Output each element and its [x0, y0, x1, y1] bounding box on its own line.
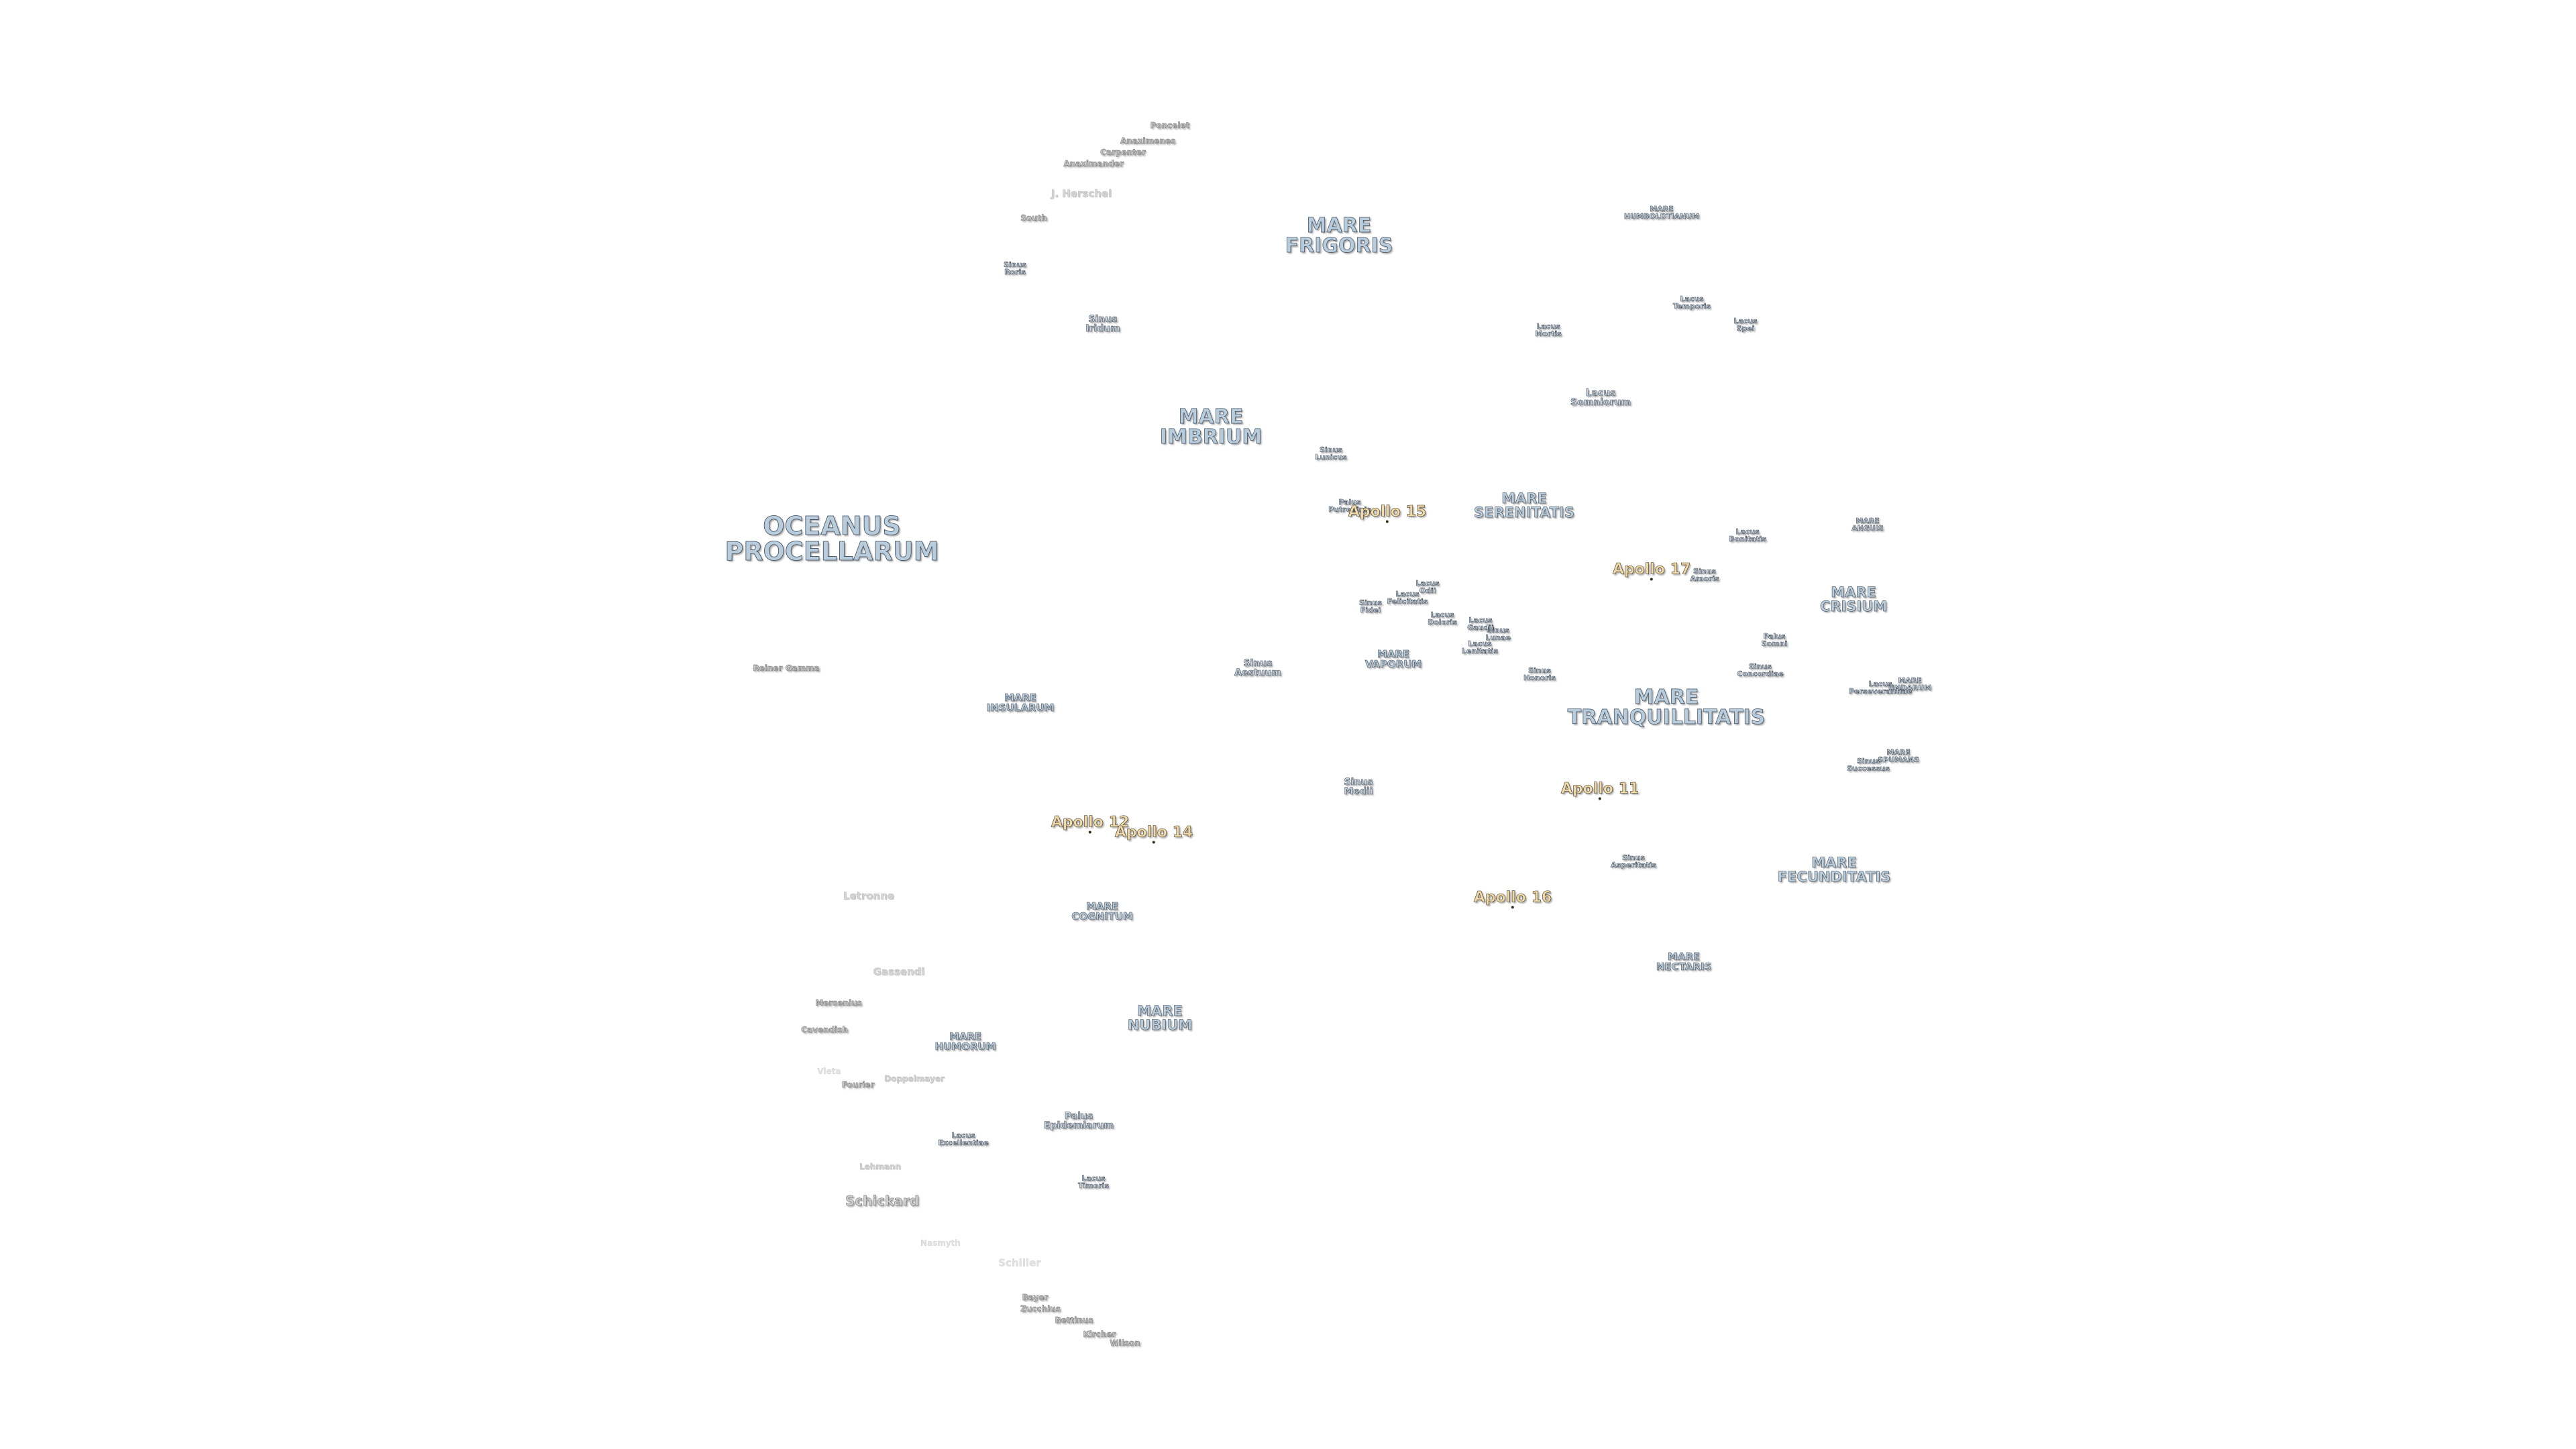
- map-label-lacus-perseverantiae: Lacus Perseverantiae: [1848, 680, 1913, 696]
- map-label-oceanus-procellarum: OCEANUS PROCELLARUM: [724, 511, 939, 566]
- map-label-anaximenes: Anaximenes: [1120, 136, 1176, 146]
- landing-site-label: Apollo 16: [1473, 889, 1552, 906]
- landing-site-apollo-16: Apollo 16: [1473, 889, 1552, 909]
- landing-site-marker-icon: [1511, 906, 1514, 909]
- map-label-mersenius: Mersenius: [815, 998, 862, 1008]
- map-label-cavendish: Cavendish: [801, 1025, 848, 1034]
- map-label-carpenter: Carpenter: [1100, 148, 1146, 157]
- map-label-mare-undarum: MARE UNDARUM: [1888, 676, 1932, 692]
- landing-site-apollo-17: Apollo 17: [1612, 561, 1691, 581]
- map-label-mare-imbrium: MARE IMBRIUM: [1159, 405, 1263, 449]
- map-label-lacus-somniorum: Lacus Somniorum: [1570, 388, 1631, 408]
- map-label-lacus-excellentiae: Lacus Excellentiae: [938, 1131, 989, 1147]
- map-label-mare-tranquillitatis: MARE TRANQUILLITATIS: [1567, 686, 1766, 729]
- map-label-mare-fecunditatis: MARE FECUNDITATIS: [1777, 855, 1891, 885]
- landing-site-label: Apollo 12: [1051, 814, 1130, 831]
- map-label-lacus-mortis: Lacus Mortis: [1535, 322, 1562, 338]
- map-label-nasmyth: Nasmyth: [920, 1238, 961, 1248]
- map-label-mare-nubium: MARE NUBIUM: [1127, 1003, 1193, 1033]
- landing-site-apollo-12: Apollo 12: [1051, 814, 1130, 834]
- map-label-poncelet: Poncelet: [1150, 121, 1190, 130]
- map-label-zucchius: Zucchius: [1020, 1304, 1061, 1313]
- map-label-sinus-lunae: Sinus Lunae: [1485, 626, 1511, 642]
- landing-site-marker-icon: [1598, 797, 1601, 800]
- map-label-bettinus: Bettinus: [1055, 1316, 1093, 1325]
- map-label-sinus-honoris: Sinus Honoris: [1523, 666, 1556, 682]
- landing-site-marker-icon: [1650, 578, 1653, 581]
- map-label-mare-spumans: MARE SPUMANS: [1878, 748, 1919, 764]
- map-label-sinus-concordiae: Sinus Concordiae: [1737, 662, 1784, 678]
- landing-site-apollo-11: Apollo 11: [1561, 782, 1639, 800]
- map-label-bayer: Bayer: [1022, 1293, 1049, 1302]
- map-label-sinus-fidei: Sinus Fidei: [1359, 598, 1382, 614]
- map-label-lacus-felicitatis: Lacus Felicitatis: [1387, 590, 1428, 606]
- map-label-lacus-odii: Lacus Odii: [1415, 579, 1440, 595]
- map-label-sinus-asperitatis: Sinus Asperitatis: [1611, 853, 1656, 869]
- map-label-mare-insularum: MARE INSULARUM: [986, 692, 1055, 714]
- map-label-vieta: Vieta: [817, 1067, 841, 1076]
- map-label-mare-anguis: MARE ANGUIS: [1851, 517, 1884, 533]
- landing-site-apollo-15: Apollo 15: [1348, 503, 1427, 523]
- map-label-lacus-gaudii: Lacus Gaudii: [1467, 616, 1494, 632]
- map-label-sinus-successus: Sinus Successus: [1847, 757, 1890, 773]
- map-label-mare-serenitatis: MARE SERENITATIS: [1474, 490, 1574, 521]
- map-label-palus-putredinis: Palus Putredinis: [1328, 498, 1371, 514]
- landing-site-marker-icon: [1088, 830, 1091, 834]
- landing-site-label: Apollo 15: [1348, 503, 1427, 521]
- landing-site-marker-icon: [1152, 841, 1155, 844]
- map-label-sinus-roris: Sinus Roris: [1004, 260, 1026, 276]
- map-label-south: South: [1020, 213, 1047, 223]
- map-label-lacus-lenitatis: Lacus Lenitatis: [1461, 639, 1499, 655]
- map-label-mare-nectaris: MARE NECTARIS: [1656, 951, 1712, 973]
- map-label-palus-somni: Palus Somni: [1761, 632, 1788, 648]
- map-label-letronne: Letronne: [843, 890, 895, 902]
- map-label-sinus-amoris: Sinus Amoris: [1690, 567, 1719, 583]
- map-label-j-herschel: J. Herschel: [1051, 187, 1112, 200]
- map-label-mare-humorum: MARE HUMORUM: [934, 1030, 996, 1053]
- map-label-sinus-medii: Sinus Medii: [1344, 777, 1373, 797]
- map-label-doppelmayer: Doppelmayer: [884, 1074, 945, 1083]
- map-label-mare-cognitum: MARE COGNITUM: [1071, 900, 1133, 922]
- map-label-reiner-gamma: Reiner Gamma: [753, 663, 820, 673]
- landing-site-label: Apollo 11: [1560, 780, 1640, 798]
- map-label-mare-frigoris: MARE FRIGORIS: [1285, 214, 1393, 258]
- map-label-sinus-iridum: Sinus Iridum: [1085, 314, 1120, 334]
- map-label-lacus-doloris: Lacus Doloris: [1428, 610, 1457, 627]
- map-label-lacus-timoris: Lacus Timoris: [1077, 1174, 1110, 1190]
- map-label-lacus-temporis: Lacus Temporis: [1672, 294, 1711, 311]
- map-label-sinus-lunicus: Sinus Lunicus: [1315, 445, 1347, 462]
- map-label-gassendi: Gassendi: [873, 965, 925, 978]
- landing-site-label: Apollo 14: [1114, 824, 1193, 841]
- map-label-mare-crisium: MARE CRISIUM: [1819, 584, 1888, 614]
- map-label-palus-epidemiarum: Palus Epidemiarum: [1043, 1111, 1114, 1131]
- map-label-wilson: Wilson: [1110, 1338, 1140, 1348]
- map-label-lehmann: Lehmann: [859, 1162, 902, 1171]
- landing-site-marker-icon: [1385, 520, 1389, 523]
- map-label-schickard: Schickard: [845, 1193, 920, 1209]
- map-label-sinus-aestuum: Sinus Aestuum: [1234, 658, 1281, 678]
- map-label-lacus-bonitatis: Lacus Bonitatis: [1729, 527, 1766, 543]
- landing-site-apollo-14: Apollo 14: [1114, 824, 1193, 844]
- landing-site-label: Apollo 17: [1612, 561, 1691, 578]
- map-label-mare-vaporum: MARE VAPORUM: [1364, 648, 1422, 670]
- map-label-schiller: Schiller: [998, 1256, 1041, 1269]
- map-label-fourier: Fourier: [841, 1080, 875, 1089]
- map-label-kircher: Kircher: [1083, 1330, 1116, 1339]
- map-label-lacus-spei: Lacus Spei: [1733, 317, 1758, 333]
- map-label-anaximander: Anaximander: [1063, 159, 1124, 168]
- map-label-mare-humboldtianum: MARE HUMBOLDTIANUM: [1623, 205, 1700, 221]
